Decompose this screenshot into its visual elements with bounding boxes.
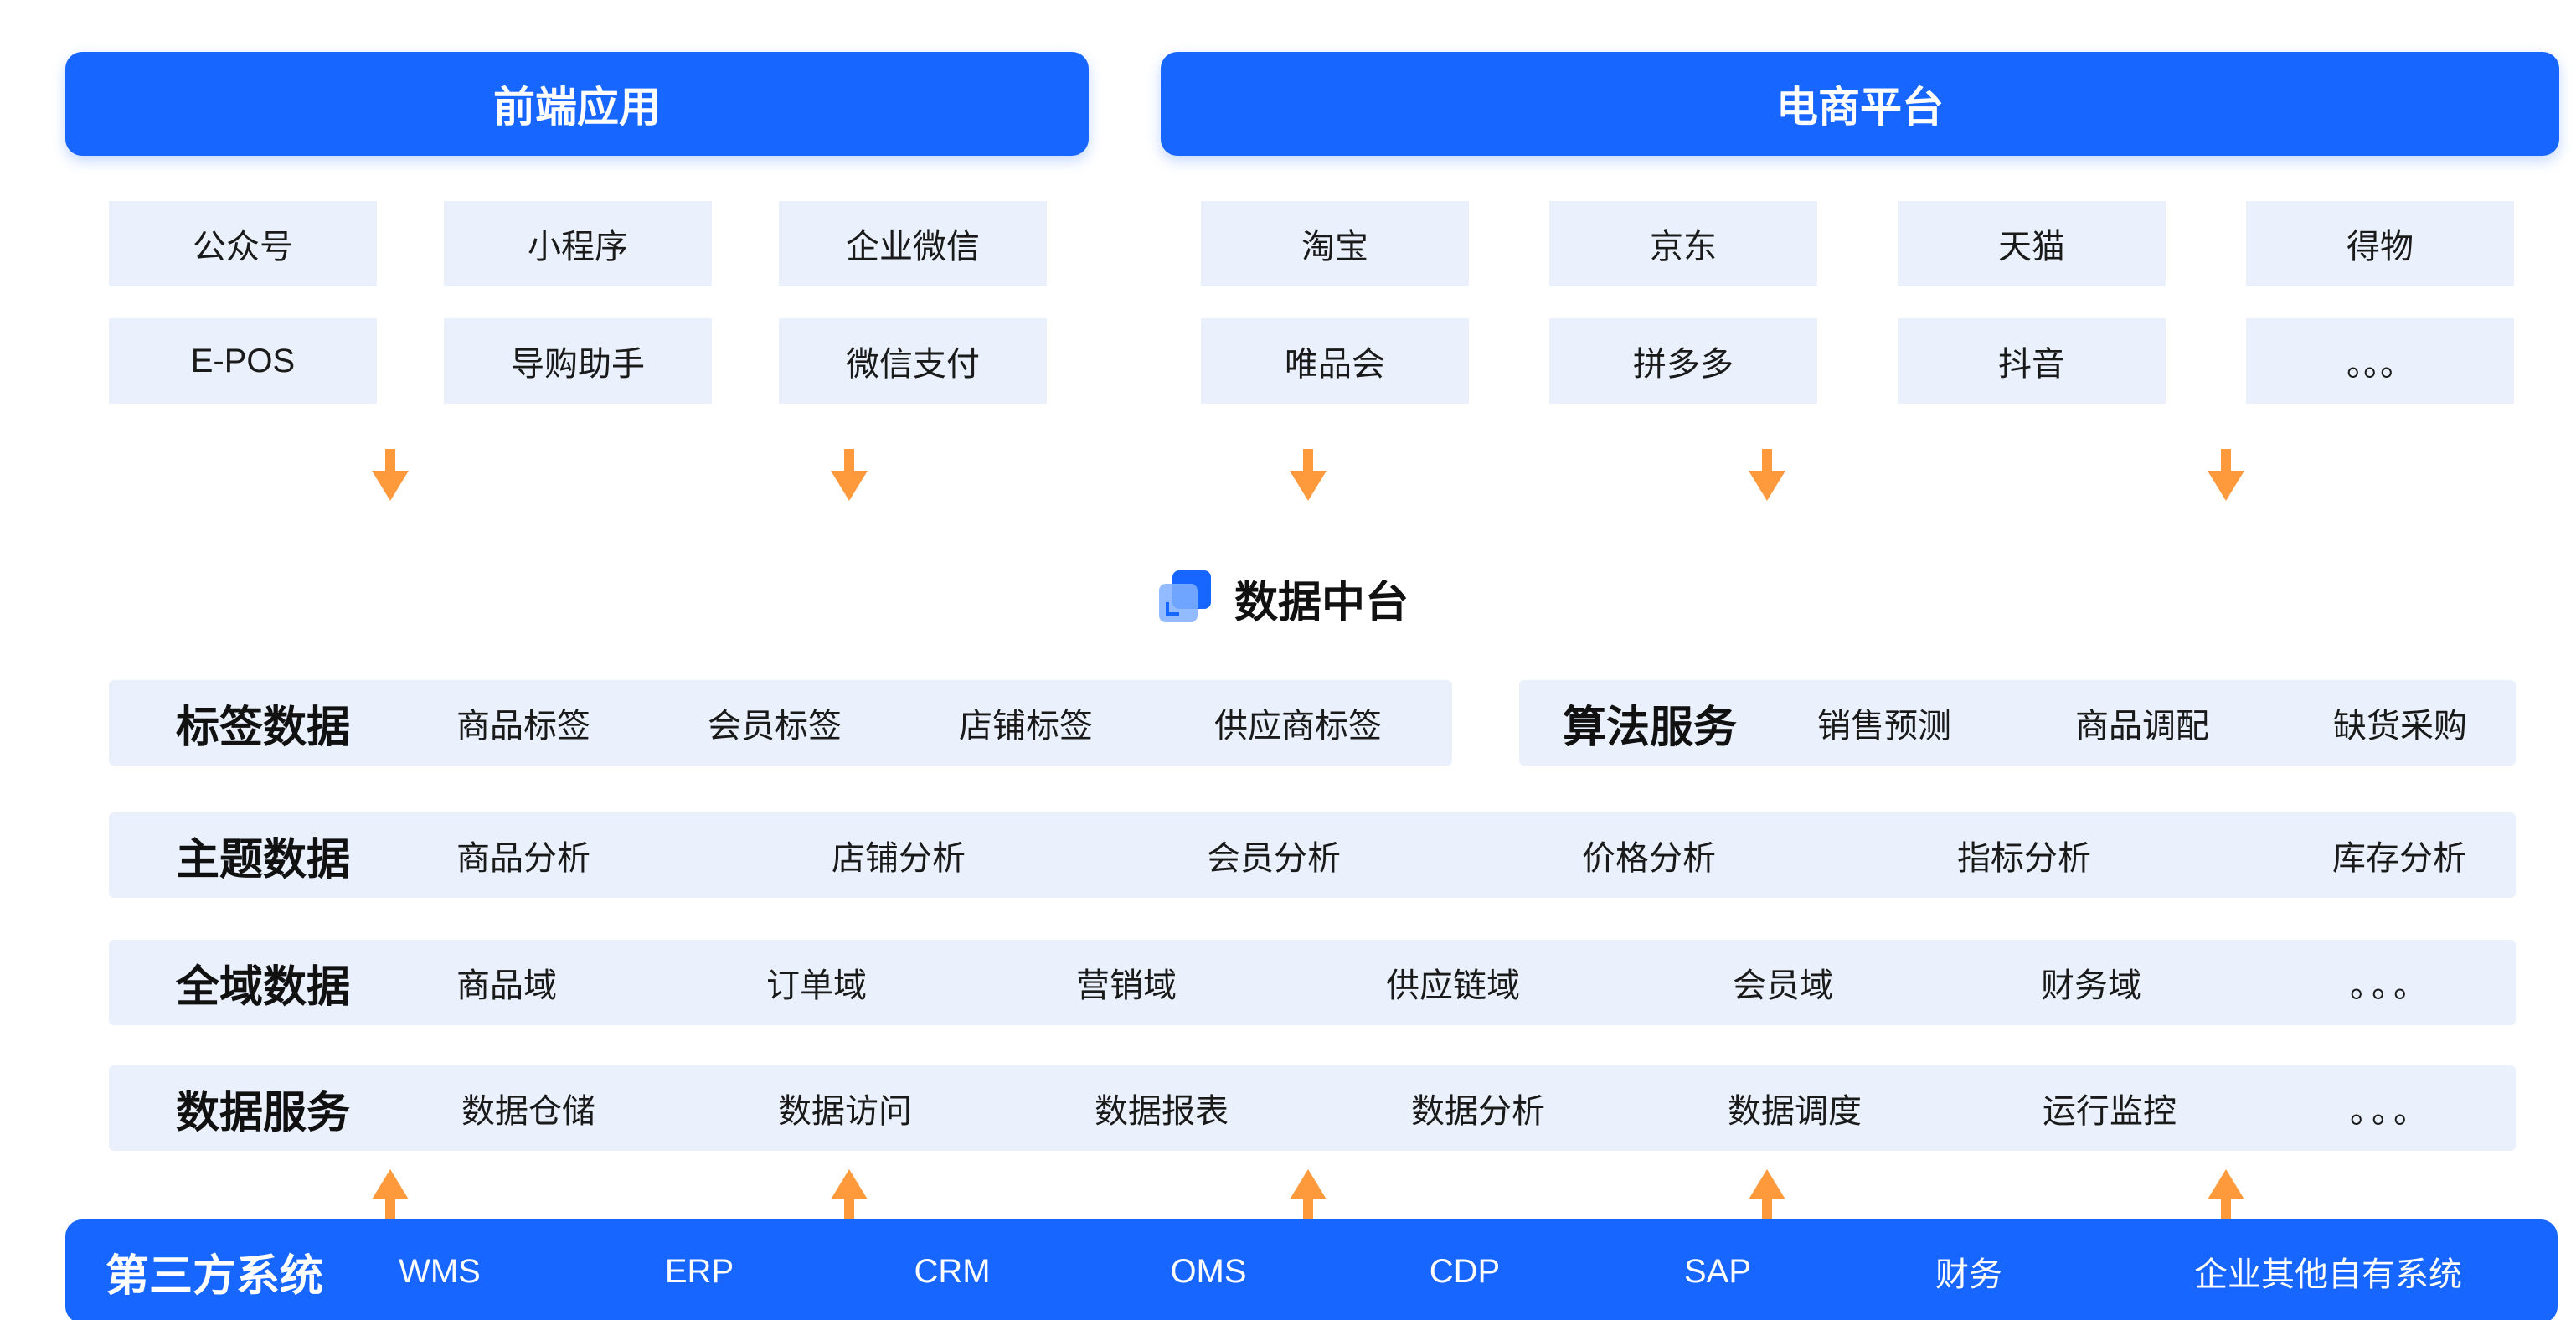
frontend-header: 前端应用 bbox=[65, 52, 1089, 156]
data-service-item: 数据仓储 bbox=[461, 1093, 595, 1130]
ecommerce-header: 电商平台 bbox=[1161, 52, 2559, 156]
tag-data-item: 店铺标签 bbox=[959, 708, 1093, 745]
arrow-up-icon bbox=[1290, 1169, 1327, 1221]
arrow-up-icon bbox=[1749, 1169, 1785, 1221]
ecommerce-item-vip: 唯品会 bbox=[1201, 318, 1469, 404]
arrow-down-icon bbox=[1749, 449, 1785, 501]
data-service-more: 。。。 bbox=[2350, 1093, 2432, 1130]
third-party-title: 第三方系统 bbox=[106, 1251, 324, 1301]
tag-data-item: 会员标签 bbox=[708, 708, 842, 745]
domain-data-item: 营销域 bbox=[1076, 967, 1177, 1004]
topic-data-item: 会员分析 bbox=[1207, 840, 1341, 877]
algo-band bbox=[1519, 680, 2516, 766]
domain-data-item: 商品域 bbox=[456, 967, 557, 1004]
topic-data-item: 指标分析 bbox=[1957, 840, 2091, 877]
topic-data-item: 店铺分析 bbox=[832, 840, 966, 877]
algo-item: 商品调配 bbox=[2075, 708, 2209, 745]
data-service-item: 数据报表 bbox=[1095, 1093, 1229, 1130]
frontend-item-wechat-pay: 微信支付 bbox=[779, 318, 1047, 404]
domain-data-band bbox=[109, 940, 2516, 1025]
third-party-item-sap: SAP bbox=[1683, 1252, 1752, 1290]
ecommerce-item-taobao: 淘宝 bbox=[1201, 201, 1469, 286]
data-service-item: 数据访问 bbox=[778, 1093, 912, 1130]
algo-item: 销售预测 bbox=[1817, 708, 1951, 745]
arrow-down-icon bbox=[831, 449, 868, 501]
frontend-item-wecom: 企业微信 bbox=[779, 201, 1047, 286]
third-party-item-wms: WMS bbox=[399, 1252, 481, 1290]
topic-data-band bbox=[109, 812, 2516, 898]
data-service-title: 数据服务 bbox=[176, 1088, 351, 1137]
frontend-item-official-account: 公众号 bbox=[109, 201, 377, 286]
ecommerce-item-tmall: 天猫 bbox=[1898, 201, 2166, 286]
domain-data-title: 全域数据 bbox=[176, 962, 351, 1012]
arrow-up-icon bbox=[2208, 1169, 2244, 1221]
tag-data-band bbox=[109, 680, 1452, 766]
topic-data-item: 价格分析 bbox=[1582, 840, 1716, 877]
ecommerce-item-more: 。。。 bbox=[2246, 318, 2514, 404]
topic-data-title: 主题数据 bbox=[176, 835, 351, 884]
third-party-item-oms: OMS bbox=[1170, 1252, 1247, 1290]
ecommerce-item-dewu: 得物 bbox=[2246, 201, 2514, 286]
data-service-band bbox=[109, 1065, 2516, 1151]
domain-data-item: 会员域 bbox=[1733, 967, 1833, 1004]
domain-data-item: 订单域 bbox=[766, 967, 867, 1004]
domain-data-more: 。。。 bbox=[2350, 967, 2432, 1004]
domain-data-item: 供应链域 bbox=[1386, 967, 1520, 1004]
frontend-item-shopping-guide: 导购助手 bbox=[444, 318, 712, 404]
data-service-item: 数据分析 bbox=[1411, 1093, 1545, 1130]
third-party-item-finance: 财务 bbox=[1935, 1256, 2002, 1293]
ecommerce-item-jd: 京东 bbox=[1549, 201, 1817, 286]
frontend-item-epos: E-POS bbox=[109, 318, 377, 404]
data-service-item: 数据调度 bbox=[1728, 1093, 1862, 1130]
algo-item: 缺货采购 bbox=[2333, 708, 2467, 745]
tag-data-title: 标签数据 bbox=[176, 703, 351, 752]
ecommerce-item-douyin: 抖音 bbox=[1898, 318, 2166, 404]
third-party-item-cdp: CDP bbox=[1429, 1252, 1501, 1290]
arrow-down-icon bbox=[1290, 449, 1327, 501]
topic-data-item: 商品分析 bbox=[456, 840, 590, 877]
topic-data-item: 库存分析 bbox=[2332, 840, 2466, 877]
data-hub-heading: 数据中台 bbox=[1156, 565, 1409, 632]
tag-data-item: 商品标签 bbox=[456, 708, 590, 745]
arrow-down-icon bbox=[2208, 449, 2244, 501]
frontend-title: 前端应用 bbox=[493, 84, 661, 131]
arrow-up-icon bbox=[372, 1169, 409, 1221]
data-hub-title: 数据中台 bbox=[1234, 578, 1409, 627]
third-party-item-erp: ERP bbox=[664, 1252, 734, 1290]
third-party-item-other-systems: 企业其他自有系统 bbox=[2194, 1256, 2462, 1293]
ecommerce-item-pinduoduo: 拼多多 bbox=[1549, 318, 1817, 404]
ecommerce-title: 电商平台 bbox=[1776, 84, 1944, 131]
data-service-item: 运行监控 bbox=[2043, 1093, 2177, 1130]
frontend-item-mini-program: 小程序 bbox=[444, 201, 712, 286]
third-party-item-crm: CRM bbox=[914, 1252, 991, 1290]
arrow-up-icon bbox=[831, 1169, 868, 1221]
third-party-bar bbox=[65, 1219, 2558, 1320]
arrow-down-icon bbox=[372, 449, 409, 501]
algo-title: 算法服务 bbox=[1563, 703, 1738, 752]
data-hub-logo-icon bbox=[1159, 570, 1211, 622]
domain-data-item: 财务域 bbox=[2041, 967, 2141, 1004]
tag-data-item: 供应商标签 bbox=[1214, 708, 1382, 745]
